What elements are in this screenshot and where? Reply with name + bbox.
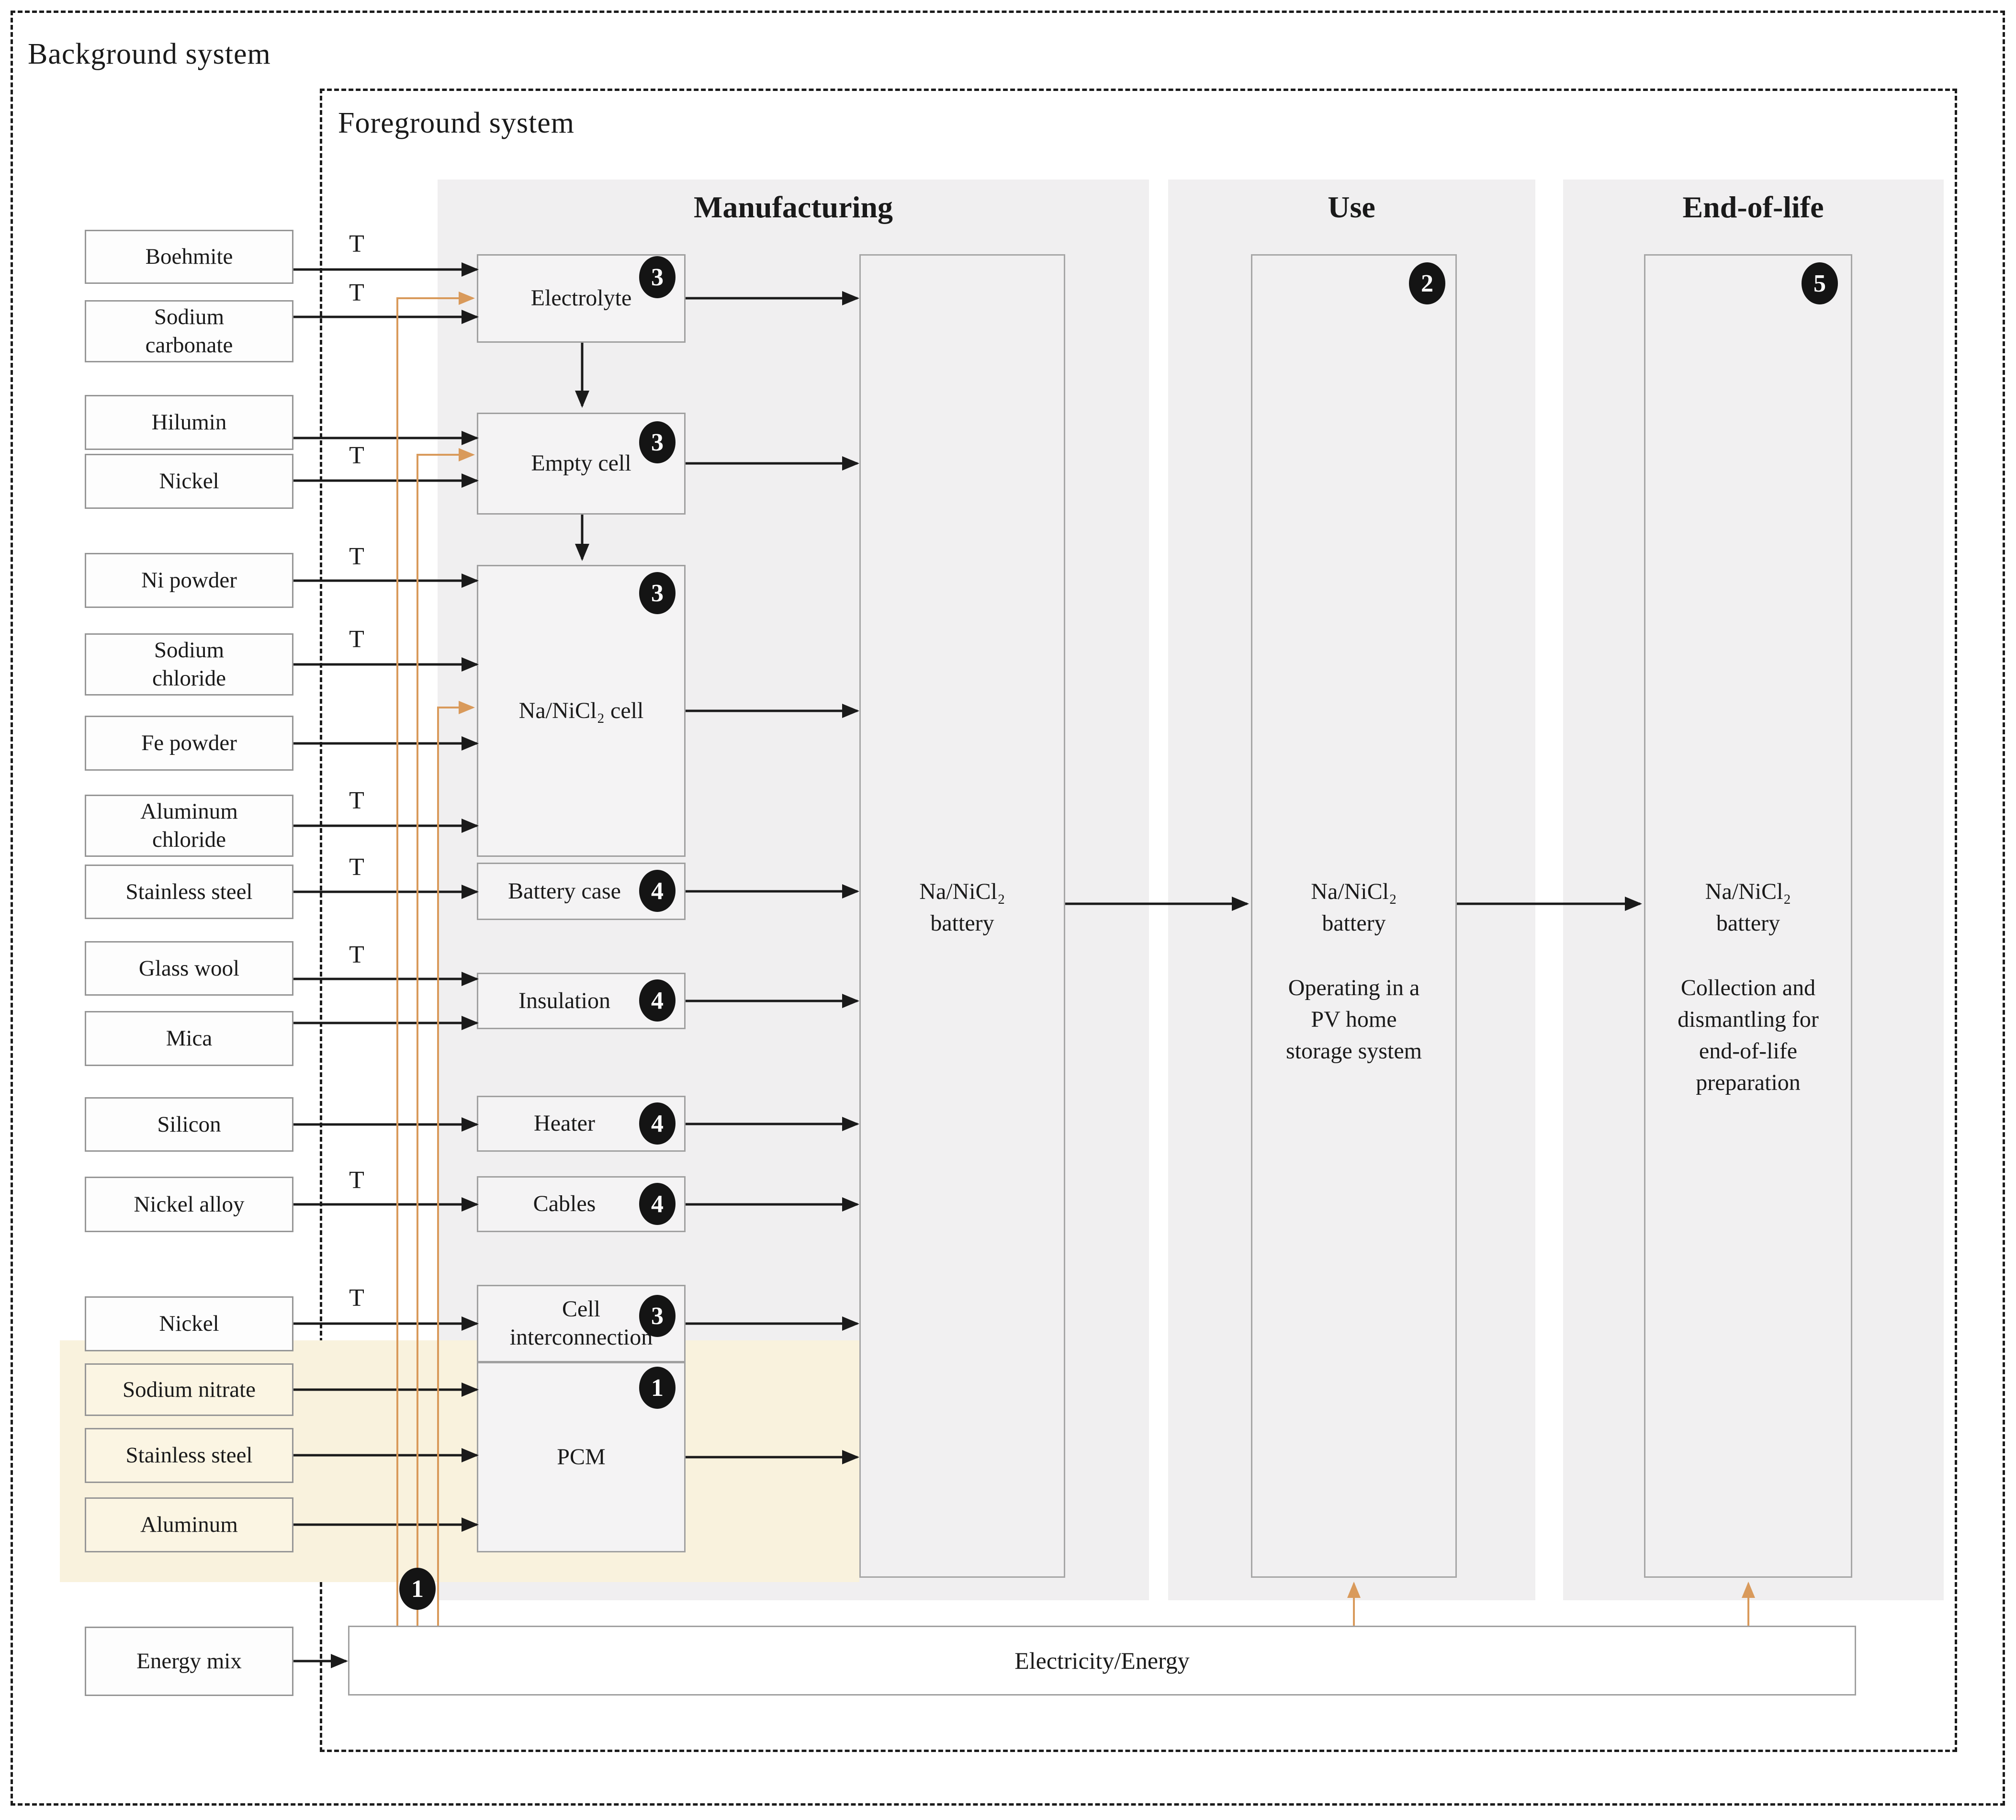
input-box-nickel-2: Nickel [85,1296,293,1351]
use-description: Operating in a PV home storage system [1286,975,1422,1064]
end-of-life-header: End-of-life [1682,190,1824,224]
badge-heater: 4 [639,1102,676,1145]
input-box-nickel-alloy: Nickel alloy [85,1177,293,1232]
input-box-glass-wool: Glass wool [85,941,293,996]
end-of-life-description: Collection and dismantling for end-of-li… [1678,975,1819,1095]
use-header: Use [1328,190,1375,224]
badge-na-nicl2-cell: 3 [639,572,676,614]
input-box-nickel-1: Nickel [85,454,293,509]
badge-battery-case: 4 [639,870,676,912]
component-label: PCM [557,1444,606,1470]
component-label: Electrolyte [530,285,632,311]
input-box-stainless-steel-1: Stainless steel [85,865,293,919]
component-label: Heater [534,1111,595,1136]
input-box-silicon: Silicon [85,1097,293,1152]
manufacturing-battery-box: Na/NiCl₂ battery [859,254,1065,1578]
end-of-life-battery-box: Na/NiCl₂ battery Collection and dismantl… [1644,254,1852,1578]
input-box-energy-mix: Energy mix [85,1627,293,1696]
component-label: Cables [533,1191,596,1217]
transport-label-sodium-carbonate: T [349,279,364,306]
battery-label: Na/NiCl₂ battery [1705,879,1791,936]
battery-label: Na/NiCl₂ battery [919,879,1005,936]
input-box-aluminum: Aluminum [85,1497,293,1552]
badge-use: 2 [1409,262,1445,304]
input-box-stainless-steel-2: Stainless steel [85,1428,293,1483]
input-box-sodium-chloride: Sodium chloride [85,633,293,696]
badge-cell-interconnection: 3 [639,1295,676,1337]
input-box-fe-powder: Fe powder [85,716,293,771]
input-box-ni-powder: Ni powder [85,553,293,608]
component-label: Insulation [518,988,610,1013]
transport-label-nickel-2: T [349,1284,364,1312]
foreground-system-boundary [320,89,1957,1752]
input-box-sodium-nitrate: Sodium nitrate [85,1363,293,1416]
battery-label: Na/NiCl₂ battery [1311,879,1397,936]
component-box-na-nicl2-cell: Na/NiCl₂ cell [477,565,686,857]
component-label: Empty cell [531,450,631,476]
badge-cables: 4 [639,1183,676,1225]
foreground-system-label: Foreground system [338,107,575,139]
badge-energy: 1 [399,1568,436,1610]
electricity-energy-bus: Electricity/Energy [348,1626,1856,1696]
input-box-hilumin: Hilumin [85,395,293,450]
badge-empty-cell: 3 [639,421,676,463]
transport-label-sodium-chloride: T [349,626,364,653]
input-box-aluminum-chloride: Aluminum chloride [85,795,293,857]
background-system-label: Background system [28,38,271,70]
component-label: Cell interconnection [509,1296,653,1350]
transport-label-glass-wool: T [349,941,364,968]
background-system-boundary [11,11,2005,1806]
input-box-sodium-carbonate: Sodium carbonate [85,300,293,362]
transport-label-ni-powder: T [349,543,364,570]
use-battery-box: Na/NiCl₂ battery Operating in a PV home … [1251,254,1457,1578]
manufacturing-header: Manufacturing [694,190,893,224]
transport-label-stainless-steel: T [349,854,364,881]
input-box-mica: Mica [85,1011,293,1066]
transport-label-aluminum-chloride: T [349,787,364,814]
transport-label-nickel-1: T [349,442,364,469]
electricity-energy-label: Electricity/Energy [1014,1647,1190,1674]
badge-electrolyte: 3 [639,256,676,298]
transport-label-boehmite: T [349,230,364,258]
input-box-boehmite: Boehmite [85,230,293,284]
transport-label-nickel-alloy: T [349,1167,364,1194]
component-label: Battery case [508,878,621,904]
badge-insulation: 4 [639,979,676,1022]
component-label: Na/NiCl₂ cell [518,697,644,723]
badge-end-of-life: 5 [1802,262,1838,304]
badge-pcm: 1 [639,1367,676,1409]
